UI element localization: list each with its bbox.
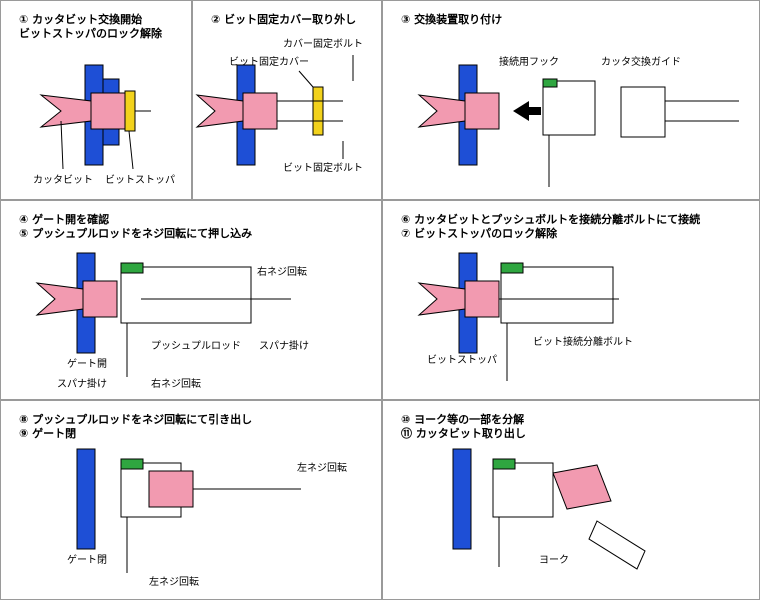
label-pushpull-rod: プッシュプルロッド — [151, 341, 241, 352]
panel-5-title: ⑥ カッタビットとプッシュボルトを接続分離ボルトにて接続 ⑦ ビットストッパのロ… — [401, 213, 701, 240]
label-bit-stopper: ビットストッパ — [105, 175, 175, 186]
panel-4-title: ④ ゲート開を確認 ⑤ プッシュプルロッドをネジ回転にて押し込み — [19, 213, 253, 240]
hook — [542, 78, 558, 88]
panel-7-title: ⑩ ヨーク等の一部を分解 ⑪ カッタビット取り出し — [401, 413, 526, 440]
panel-2-title: ② ビット固定カバー取り外し — [211, 13, 357, 26]
panel-2-drawing — [195, 55, 354, 166]
label-right-screw-2: 右ネジ回転 — [151, 379, 201, 390]
label-bit-sep-bolt: ビット接続分離ボルト — [533, 337, 633, 348]
panel-3: ③ 交換装置取り付け 接続用フック カッタ交換ガイド — [382, 0, 760, 200]
panel-6-title: ⑧ プッシュプルロッドをネジ回転にて引き出し ⑨ ゲート閉 — [19, 413, 253, 440]
label-hook: 接続用フック — [499, 57, 559, 68]
label-right-screw: 右ネジ回転 — [257, 267, 307, 278]
label-bit-cover: ビット固定カバー — [229, 57, 309, 68]
bit-stopper — [124, 90, 136, 132]
label-gate-close: ゲート閉 — [67, 555, 107, 566]
cutter-bit-tip — [39, 94, 92, 128]
label-cutter-bit: カッタビット — [33, 175, 93, 186]
label-left-screw-2: 左ネジ回転 — [149, 577, 199, 588]
cutter-bit-body — [90, 92, 126, 130]
label-cover-bolt: カバー固定ボルト — [283, 39, 363, 50]
panel-1-drawing — [39, 64, 151, 170]
label-yoke: ヨーク — [539, 555, 569, 566]
label-spanner-1: スパナ掛け — [259, 341, 309, 352]
panel-4-drawing — [35, 252, 291, 377]
panel-6: ⑧ プッシュプルロッドをネジ回転にて引き出し ⑨ ゲート閉 左ネジ回転 ゲート閉… — [0, 400, 382, 600]
exchange-unit — [542, 80, 596, 136]
panel-3-title: ③ 交換装置取り付け — [401, 13, 503, 26]
label-bit-stopper-5: ビットストッパ — [427, 355, 497, 366]
bit-cover — [312, 86, 324, 136]
yoke — [588, 520, 646, 570]
label-spanner-2: スパナ掛け — [57, 379, 107, 390]
guide — [620, 86, 666, 138]
label-left-screw: 左ネジ回転 — [297, 463, 347, 474]
panel-3-drawing — [417, 64, 739, 187]
panel-5-drawing — [417, 252, 619, 381]
removed-bit — [552, 464, 612, 510]
panel-1-title: ① カッタビット交換開始 ビットストッパのロック解除 — [19, 13, 162, 40]
panel-5: ⑥ カッタビットとプッシュボルトを接続分離ボルトにて接続 ⑦ ビットストッパのロ… — [382, 200, 760, 400]
label-gate-open: ゲート開 — [67, 359, 107, 370]
panel-2: ② ビット固定カバー取り外し カバー固定ボルト ビット固定カバー ビット固定ボル… — [192, 0, 382, 200]
insert-arrow — [513, 101, 529, 121]
label-bit-bolt: ビット固定ボルト — [283, 163, 363, 174]
label-guide: カッタ交換ガイド — [601, 57, 681, 68]
panel-7-drawing — [452, 448, 646, 570]
panel-4: ④ ゲート開を確認 ⑤ プッシュプルロッドをネジ回転にて押し込み 右ネジ回転 プ… — [0, 200, 382, 400]
panel-7: ⑩ ヨーク等の一部を分解 ⑪ カッタビット取り出し ヨーク — [382, 400, 760, 600]
panel-6-drawing — [76, 448, 301, 573]
panel-1: ① カッタビット交換開始 ビットストッパのロック解除 カッタビット ビットストッ… — [0, 0, 192, 200]
